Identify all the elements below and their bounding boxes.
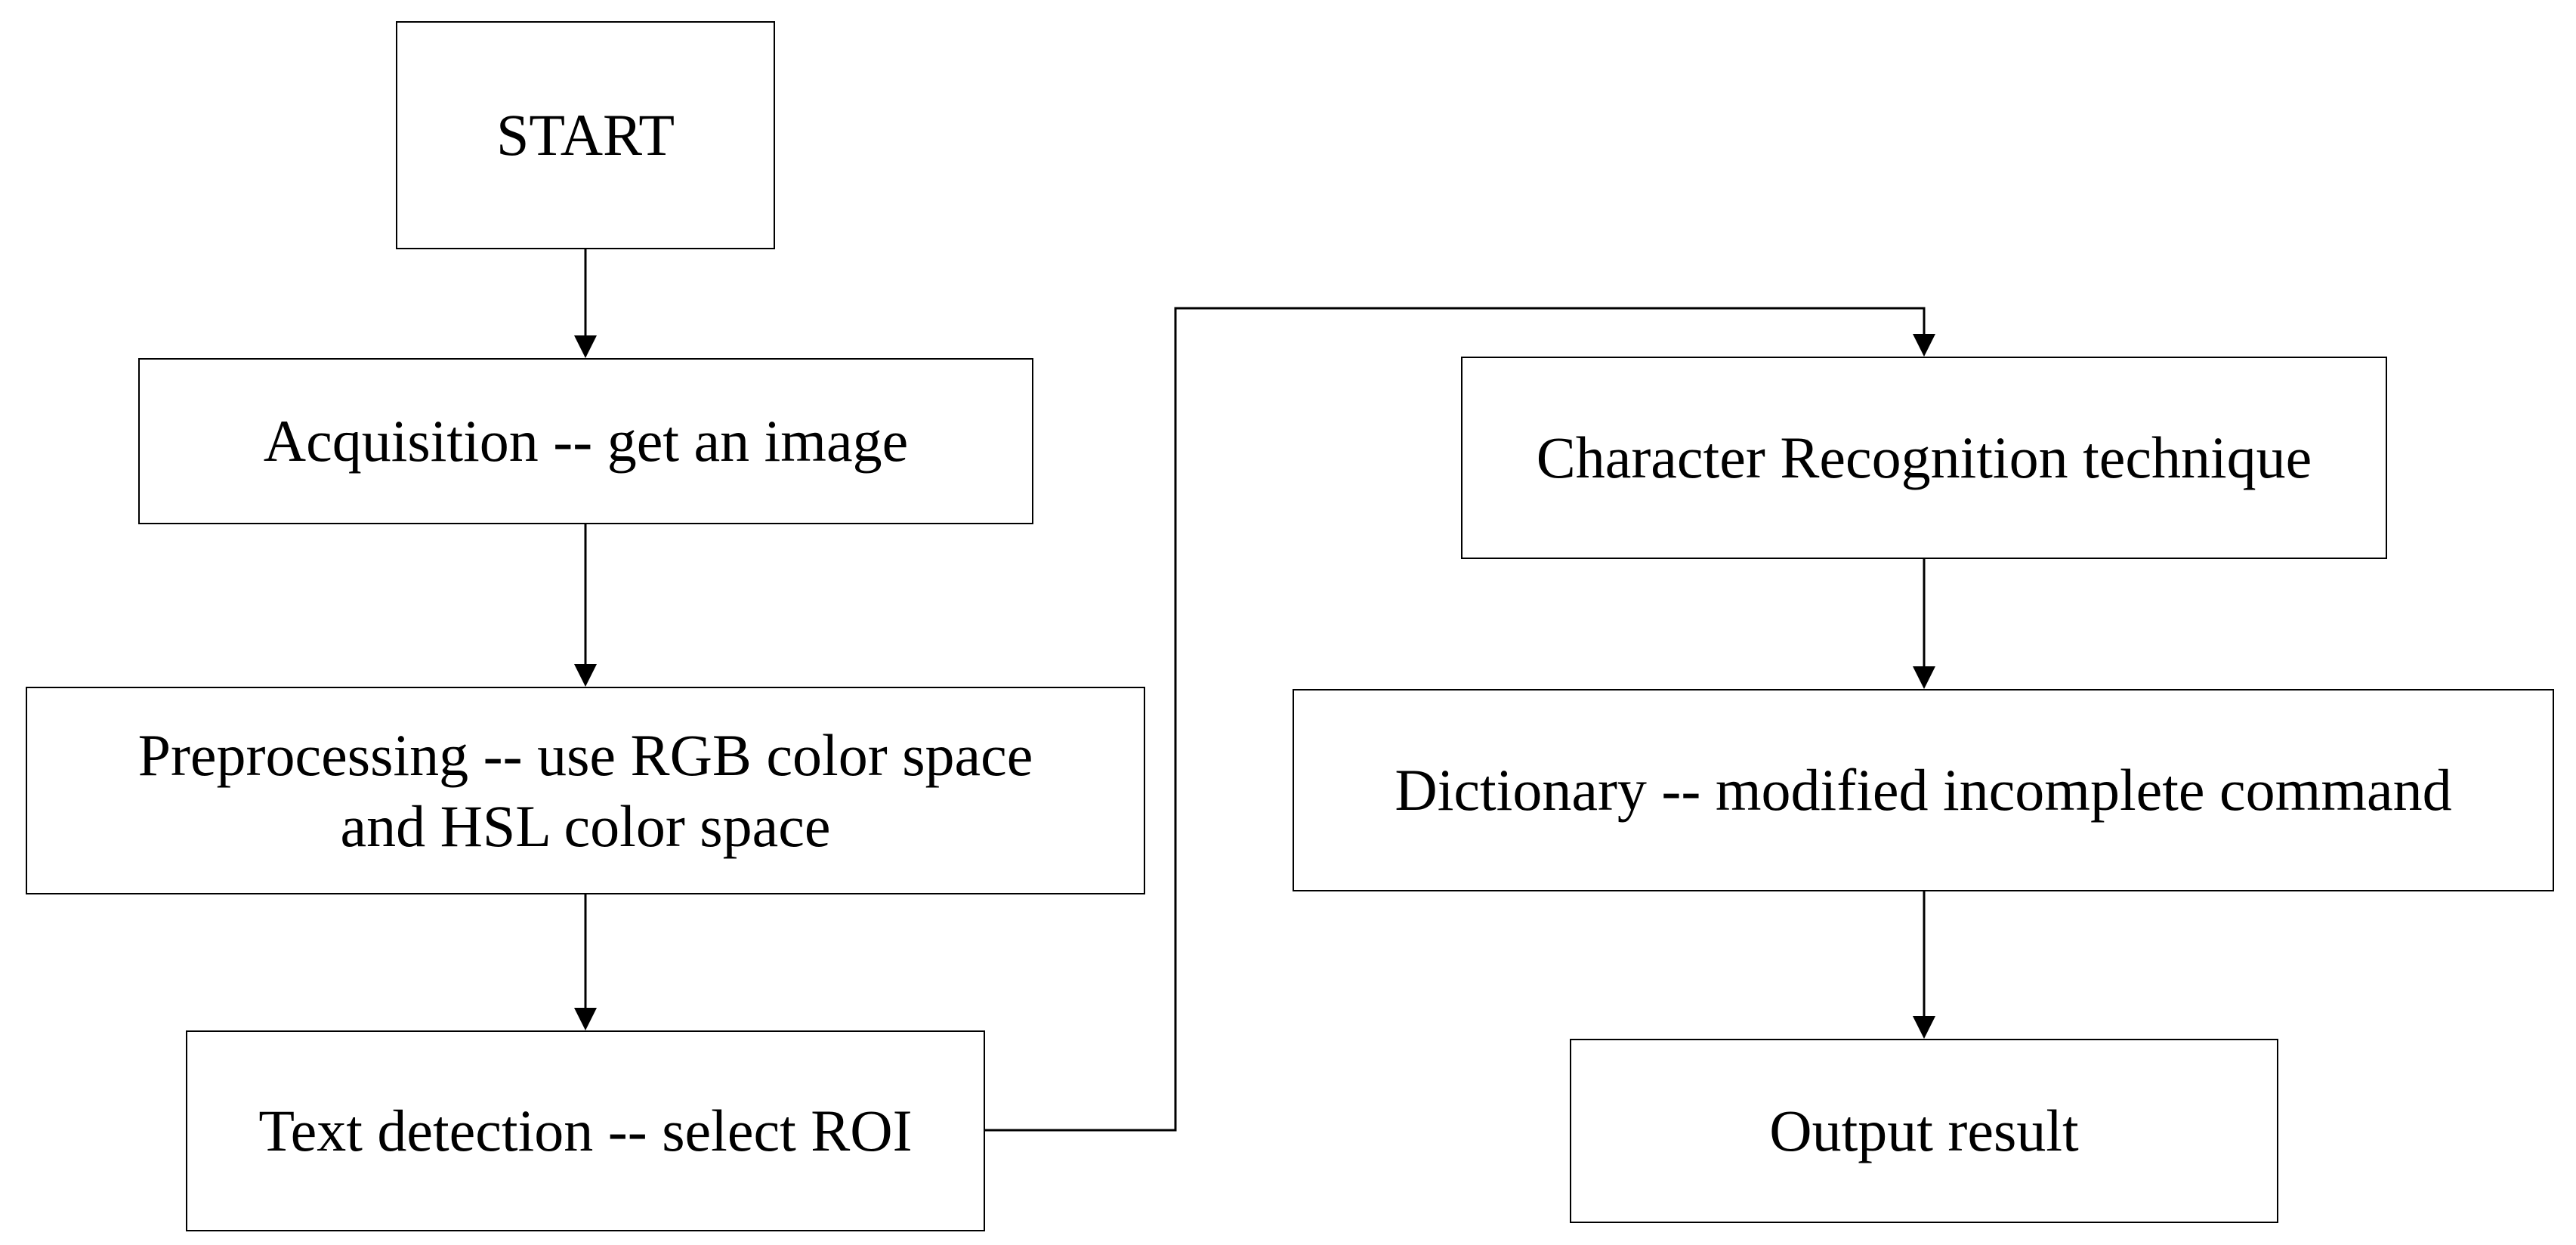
arrowhead-preprocessing-to-text-detection-icon bbox=[574, 1008, 597, 1030]
text-detection-label: Text detection -- select ROI bbox=[258, 1098, 913, 1164]
preprocessing-box: Preprocessing -- use RGB color space and… bbox=[26, 687, 1145, 894]
text-detection-box: Text detection -- select ROI bbox=[186, 1030, 985, 1231]
arrowhead-acquisition-to-preprocessing-icon bbox=[574, 664, 597, 687]
dictionary-box: Dictionary -- modified incomplete comman… bbox=[1293, 689, 2554, 891]
character-recognition-box: Character Recognition technique bbox=[1461, 357, 2387, 559]
arrow-text-detection-to-character-recognition bbox=[985, 307, 1926, 1132]
acquisition-box: Acquisition -- get an image bbox=[138, 358, 1033, 524]
start-box: START bbox=[396, 21, 775, 249]
arrowhead-character-recognition-to-dictionary-icon bbox=[1913, 666, 1935, 689]
acquisition-label: Acquisition -- get an image bbox=[263, 408, 909, 474]
output-label: Output result bbox=[1769, 1098, 2079, 1164]
arrowhead-start-to-acquisition-icon bbox=[574, 335, 597, 358]
output-box: Output result bbox=[1570, 1039, 2278, 1223]
arrowhead-text-detection-to-character-recognition-icon bbox=[1913, 334, 1935, 357]
character-recognition-label: Character Recognition technique bbox=[1536, 425, 2312, 491]
dictionary-label: Dictionary -- modified incomplete comman… bbox=[1395, 757, 2452, 823]
arrowhead-dictionary-to-output-icon bbox=[1913, 1016, 1935, 1039]
start-label: START bbox=[496, 102, 675, 168]
preprocessing-label: Preprocessing -- use RGB color space and… bbox=[137, 721, 1033, 859]
